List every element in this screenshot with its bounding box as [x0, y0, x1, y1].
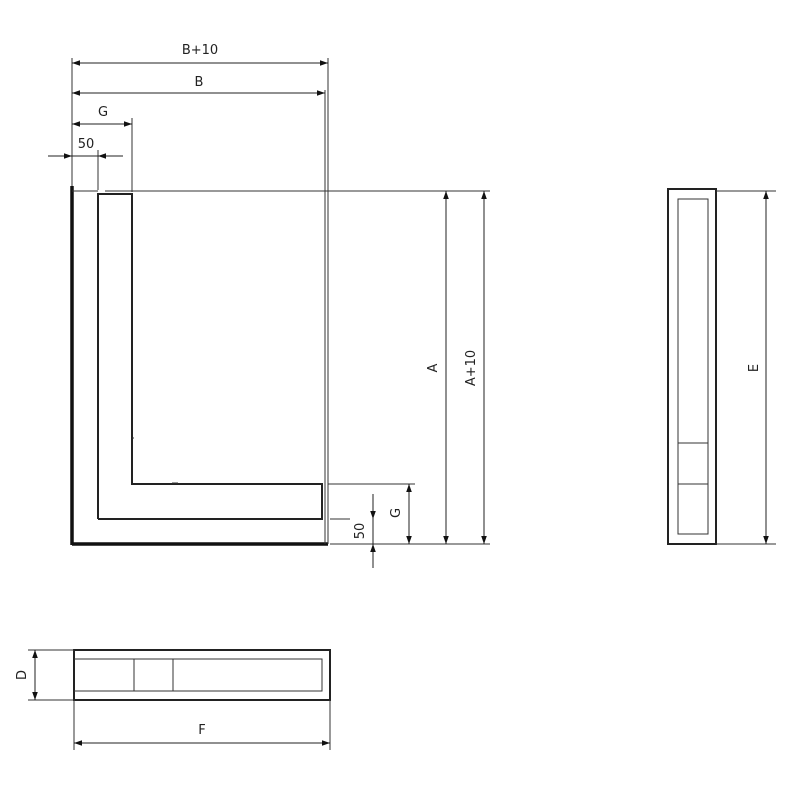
dim-d-label: D	[15, 670, 30, 680]
dim-b-label: B	[195, 75, 204, 90]
side-inner	[677, 198, 709, 535]
dim-50-vertical-label: 50	[353, 523, 368, 540]
side-view: E	[667, 188, 776, 545]
dim-50-label: 50	[78, 137, 95, 152]
bottom-view: D F	[15, 649, 331, 750]
l-shaped-panel	[97, 193, 323, 520]
dim-e-label: E	[747, 364, 762, 372]
dim-f-label: F	[198, 723, 205, 738]
dim-b-plus-10-label: B+10	[182, 43, 218, 58]
bottom-outer	[73, 649, 331, 701]
front-view: B+10 B G 50 A A+10 G 50	[48, 43, 490, 568]
dim-g-vertical-label: G	[389, 508, 404, 518]
bottom-inner	[74, 658, 323, 692]
dim-a-plus-10-label: A+10	[464, 350, 479, 386]
dim-g-label: G	[98, 105, 108, 120]
side-outer	[667, 188, 717, 545]
dim-a-label: A	[426, 363, 441, 372]
outer-frame	[70, 186, 328, 546]
